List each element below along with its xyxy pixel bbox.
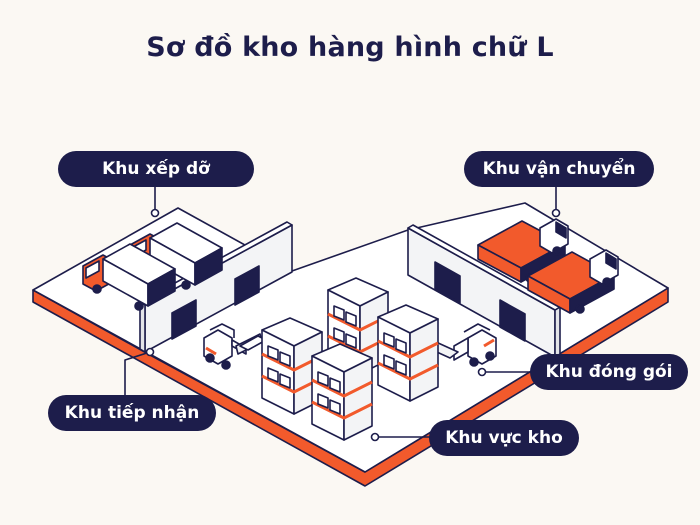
callout-dots (145, 208, 561, 442)
storage-rack (377, 304, 439, 402)
diagram-title: Sơ đồ kho hàng hình chữ L (146, 32, 554, 63)
dock-door (499, 299, 526, 342)
dock-door (171, 299, 197, 340)
zone-label-receiving: Khu tiếp nhận (48, 395, 216, 431)
right-building (407, 224, 561, 358)
zone-label-shipping: Khu vận chuyển (464, 151, 654, 187)
truck-right-front (527, 249, 619, 314)
storage-rack (311, 343, 373, 441)
dock-door (434, 261, 461, 304)
dock-door (234, 265, 260, 306)
truck-left-front (82, 243, 176, 311)
zone-label-packing: Khu đóng gói (530, 354, 688, 390)
zone-label-loading: Khu xếp dỡ (58, 151, 254, 187)
callout-lines (124, 186, 557, 438)
zone-label-storage: Khu vực kho (429, 420, 579, 456)
truck-right-back (477, 218, 569, 283)
